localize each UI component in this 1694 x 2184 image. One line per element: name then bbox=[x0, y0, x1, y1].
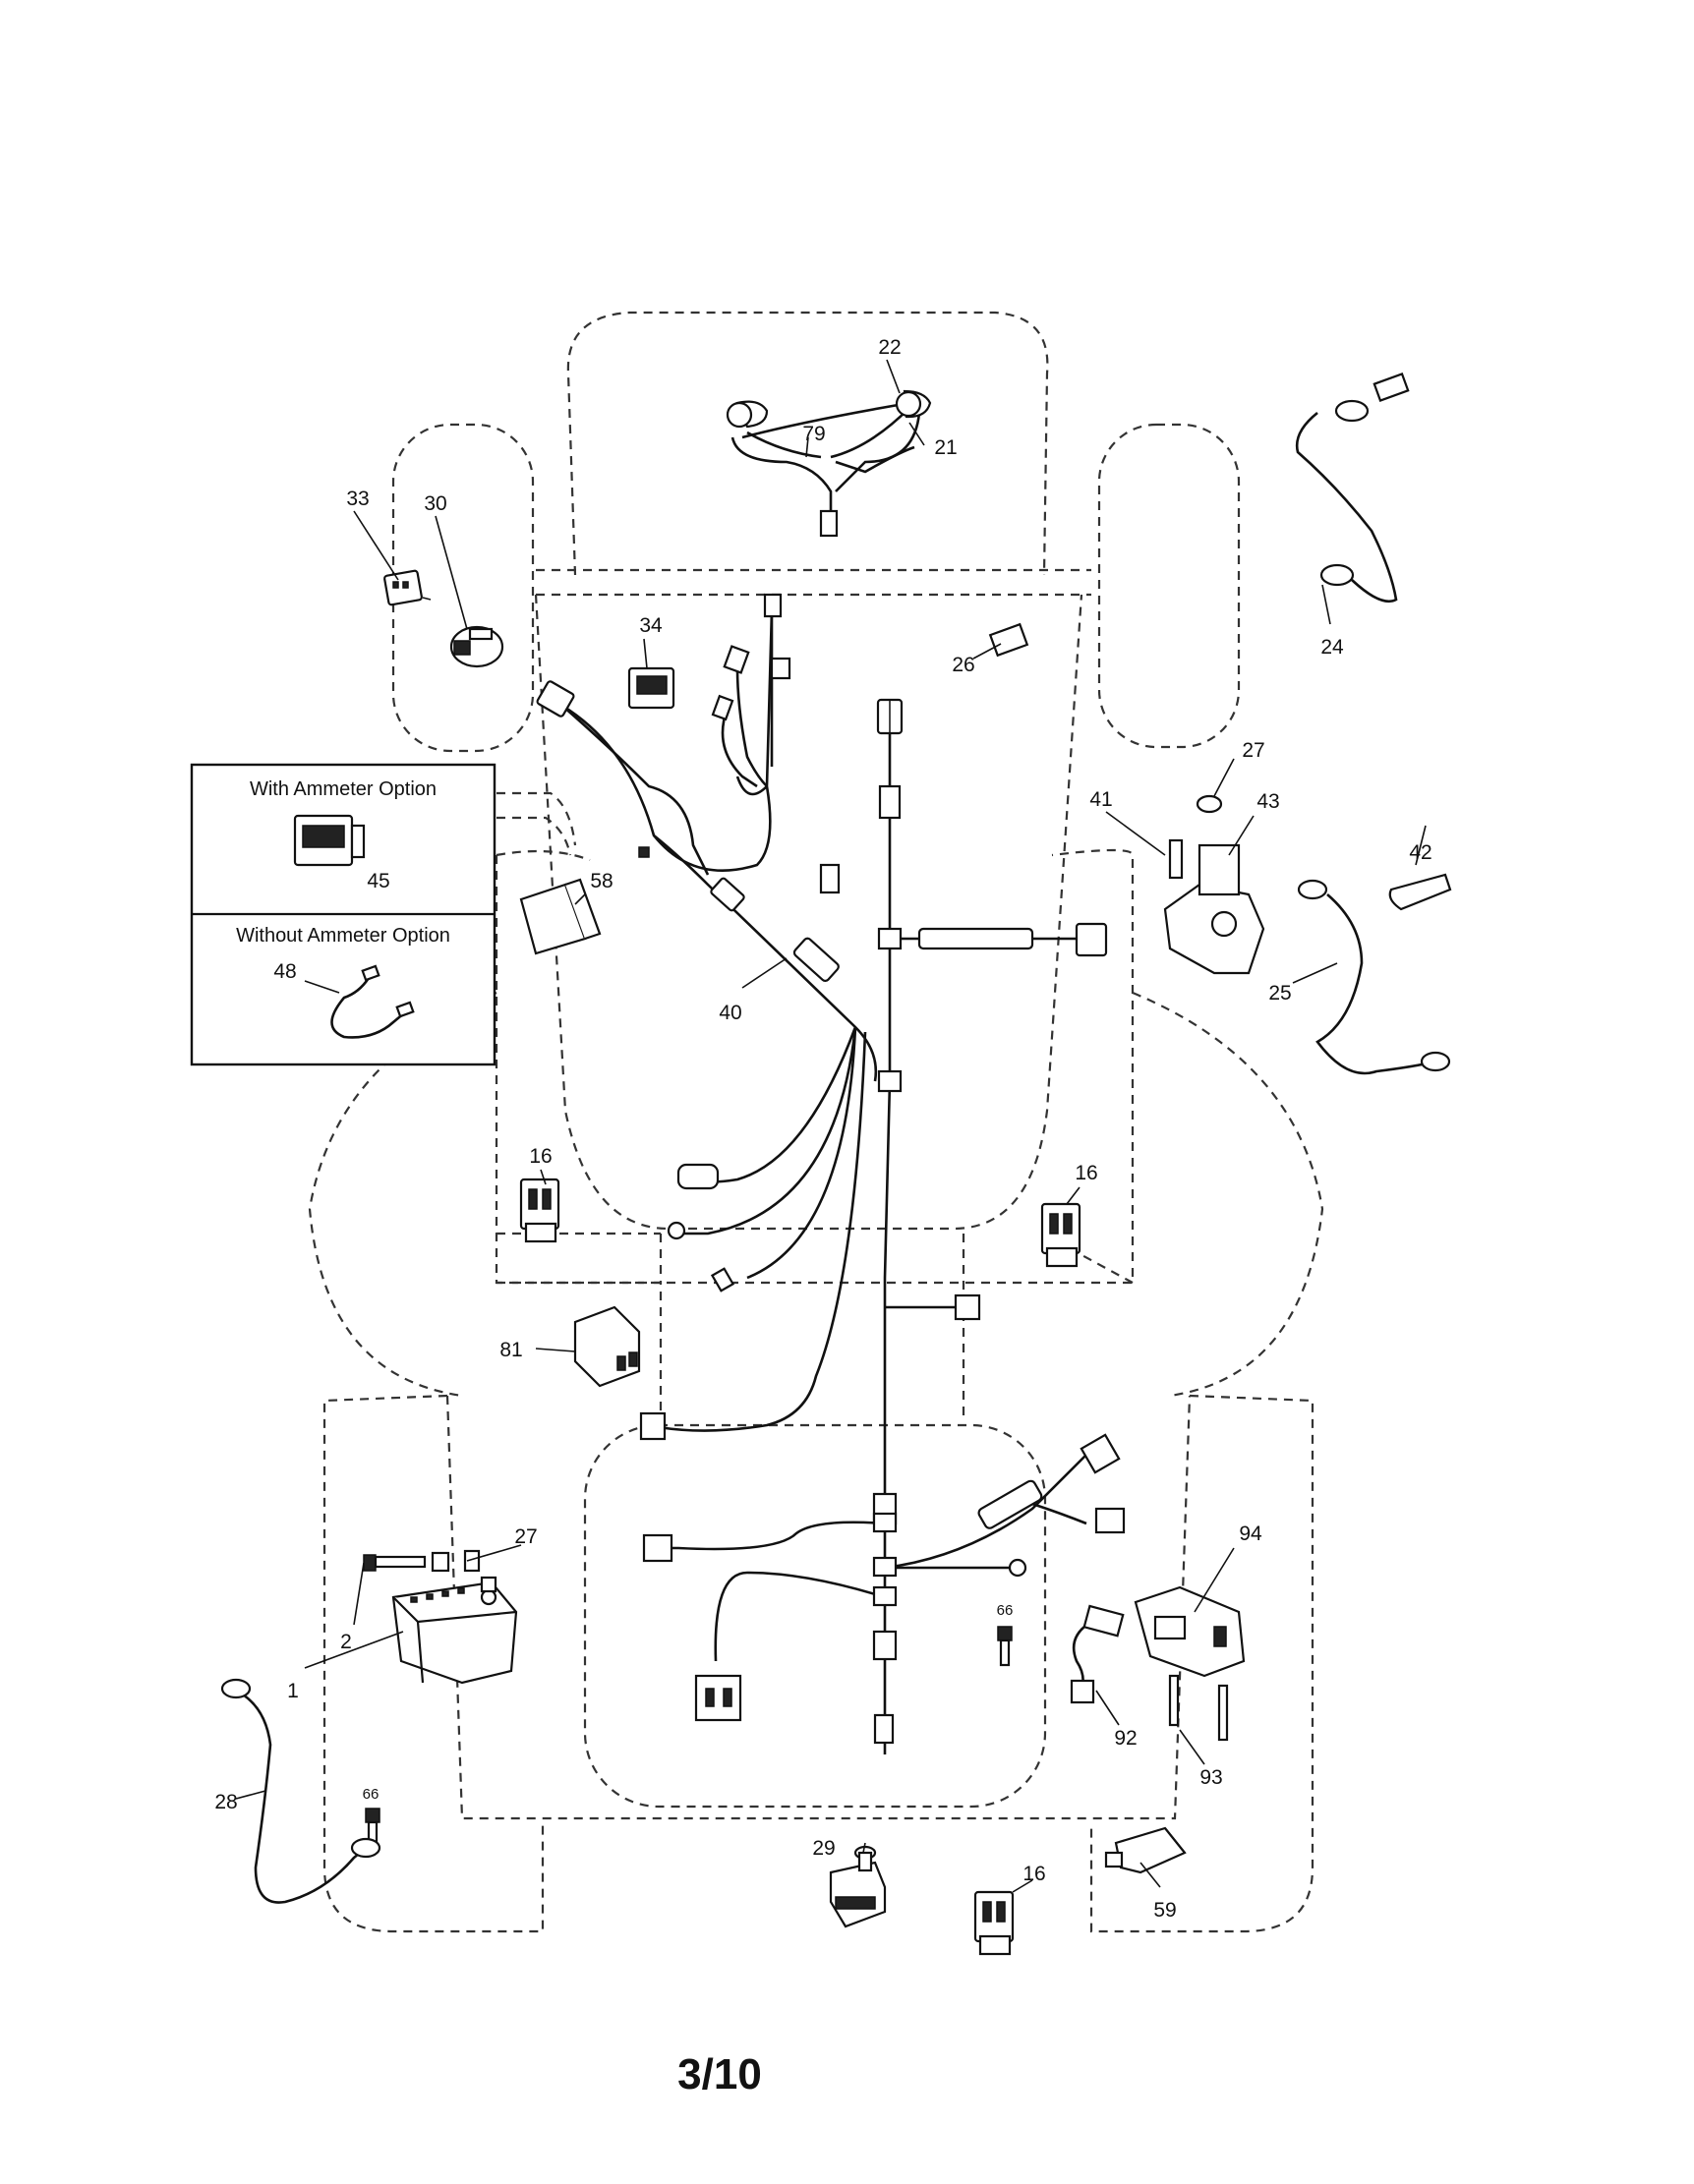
callout-21: 21 bbox=[934, 436, 957, 459]
part-16-relay-bottom bbox=[973, 1890, 1015, 1956]
callout-45: 45 bbox=[367, 870, 389, 892]
callout-94: 94 bbox=[1239, 1523, 1262, 1545]
callout-numbers: 22 79 21 33 30 34 26 24 27 41 43 42 45 5… bbox=[214, 336, 1431, 1922]
part-59 bbox=[1104, 1826, 1187, 1874]
callout-40: 40 bbox=[719, 1002, 741, 1024]
inset-with-ammeter-label: With Ammeter Option bbox=[250, 778, 437, 800]
part-48-wire bbox=[304, 964, 415, 1039]
callout-34: 34 bbox=[639, 614, 663, 637]
callout-92: 92 bbox=[1114, 1727, 1137, 1750]
callout-1: 1 bbox=[287, 1680, 299, 1702]
inset-without-ammeter-label: Without Ammeter Option bbox=[236, 925, 450, 947]
dash-harness bbox=[711, 593, 791, 788]
callout-59: 59 bbox=[1153, 1899, 1176, 1922]
part-16-relay-right bbox=[1040, 1202, 1081, 1268]
part-58 bbox=[519, 878, 602, 955]
harness-to-switch bbox=[536, 680, 710, 876]
callout-25: 25 bbox=[1268, 982, 1291, 1005]
part-43-solenoid bbox=[1163, 794, 1265, 975]
callout-43: 43 bbox=[1256, 790, 1279, 813]
part-45-ammeter bbox=[293, 814, 366, 867]
part-30-ignition-switch bbox=[449, 625, 504, 668]
callout-30: 30 bbox=[424, 492, 446, 515]
part-66-bolt-right bbox=[997, 1626, 1013, 1667]
part-25-cable bbox=[1297, 879, 1451, 1075]
ammeter-inset: With Ammeter Option Without Ammeter Opti… bbox=[190, 763, 497, 1066]
callout-27-battery: 27 bbox=[514, 1525, 537, 1548]
part-81-relay bbox=[573, 1305, 641, 1388]
callout-66-left: 66 bbox=[363, 1786, 380, 1803]
callout-22: 22 bbox=[878, 336, 901, 359]
page-number: 3/10 bbox=[677, 2050, 762, 2098]
tractor-outline bbox=[308, 311, 1324, 1933]
part-1-battery bbox=[391, 1581, 518, 1685]
callout-27-top: 27 bbox=[1242, 739, 1264, 762]
callout-16-right: 16 bbox=[1075, 1162, 1097, 1184]
callout-66-right: 66 bbox=[997, 1602, 1014, 1619]
part-27-nut bbox=[463, 1549, 497, 1593]
part-93-screws bbox=[1168, 1674, 1229, 1742]
part-28-cable bbox=[220, 1678, 381, 1904]
callout-16-left: 16 bbox=[529, 1145, 552, 1168]
part-16-relay-left bbox=[519, 1178, 560, 1243]
callout-81: 81 bbox=[499, 1339, 522, 1361]
callout-33: 33 bbox=[346, 488, 369, 510]
leader-lines bbox=[235, 359, 1338, 1893]
headlight-harness bbox=[726, 389, 932, 538]
part-29-switch bbox=[829, 1845, 887, 1928]
part-33-fuse bbox=[383, 569, 432, 606]
callout-93: 93 bbox=[1199, 1766, 1222, 1789]
main-harness bbox=[561, 608, 1087, 1754]
part-92-harness bbox=[1070, 1604, 1125, 1704]
part-2-bolt bbox=[363, 1551, 450, 1573]
callout-28: 28 bbox=[214, 1791, 237, 1813]
callout-2: 2 bbox=[340, 1631, 352, 1653]
callout-16-bottom: 16 bbox=[1022, 1863, 1045, 1885]
callout-26: 26 bbox=[952, 654, 974, 676]
part-42-boot bbox=[1388, 825, 1452, 911]
callout-79: 79 bbox=[802, 423, 825, 445]
part-34-switch bbox=[627, 666, 675, 710]
part-24-cable bbox=[1295, 373, 1410, 603]
callout-29: 29 bbox=[812, 1837, 835, 1860]
part-94-switch bbox=[1134, 1585, 1246, 1678]
callout-48: 48 bbox=[273, 960, 296, 983]
callout-41: 41 bbox=[1089, 788, 1112, 811]
callout-24: 24 bbox=[1320, 636, 1344, 659]
part-26-fuse bbox=[988, 622, 1029, 658]
callout-42: 42 bbox=[1409, 841, 1431, 864]
harness-connectors bbox=[638, 698, 1126, 1745]
callout-58: 58 bbox=[590, 870, 613, 892]
